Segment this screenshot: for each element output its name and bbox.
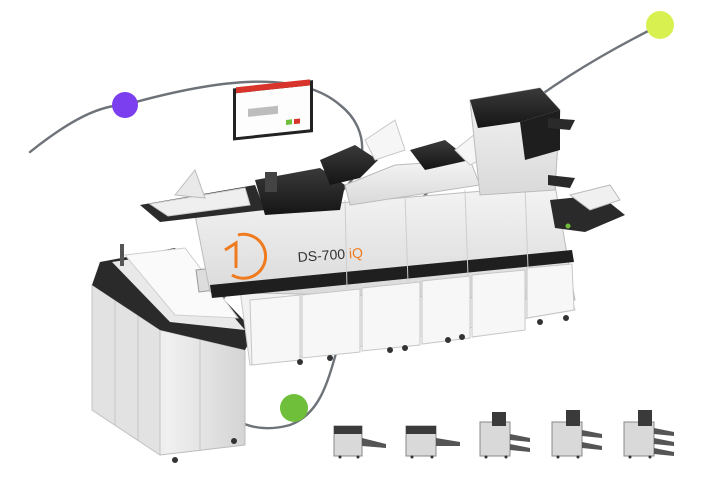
top-feeders: [140, 87, 625, 232]
folder-inserter-variant-2-icon[interactable]: [400, 408, 462, 460]
variant-thumbnails: [328, 408, 708, 460]
folder-inserter-variant-1-icon[interactable]: [328, 408, 390, 460]
main-machine-body: [194, 184, 576, 366]
touchscreen-display: [233, 79, 313, 192]
side-feeder-unit: [91, 244, 255, 463]
folder-inserter-variant-4-icon[interactable]: [544, 408, 606, 460]
folder-inserter-variant-5-icon[interactable]: [616, 408, 678, 460]
lime-dot: [646, 11, 674, 39]
purple-dot: [112, 92, 138, 118]
model-label: DS-700 iQ: [297, 244, 363, 265]
brand-logo: [224, 232, 268, 280]
green-dot: [280, 394, 308, 422]
folder-inserter-variant-3-icon[interactable]: [472, 408, 534, 460]
